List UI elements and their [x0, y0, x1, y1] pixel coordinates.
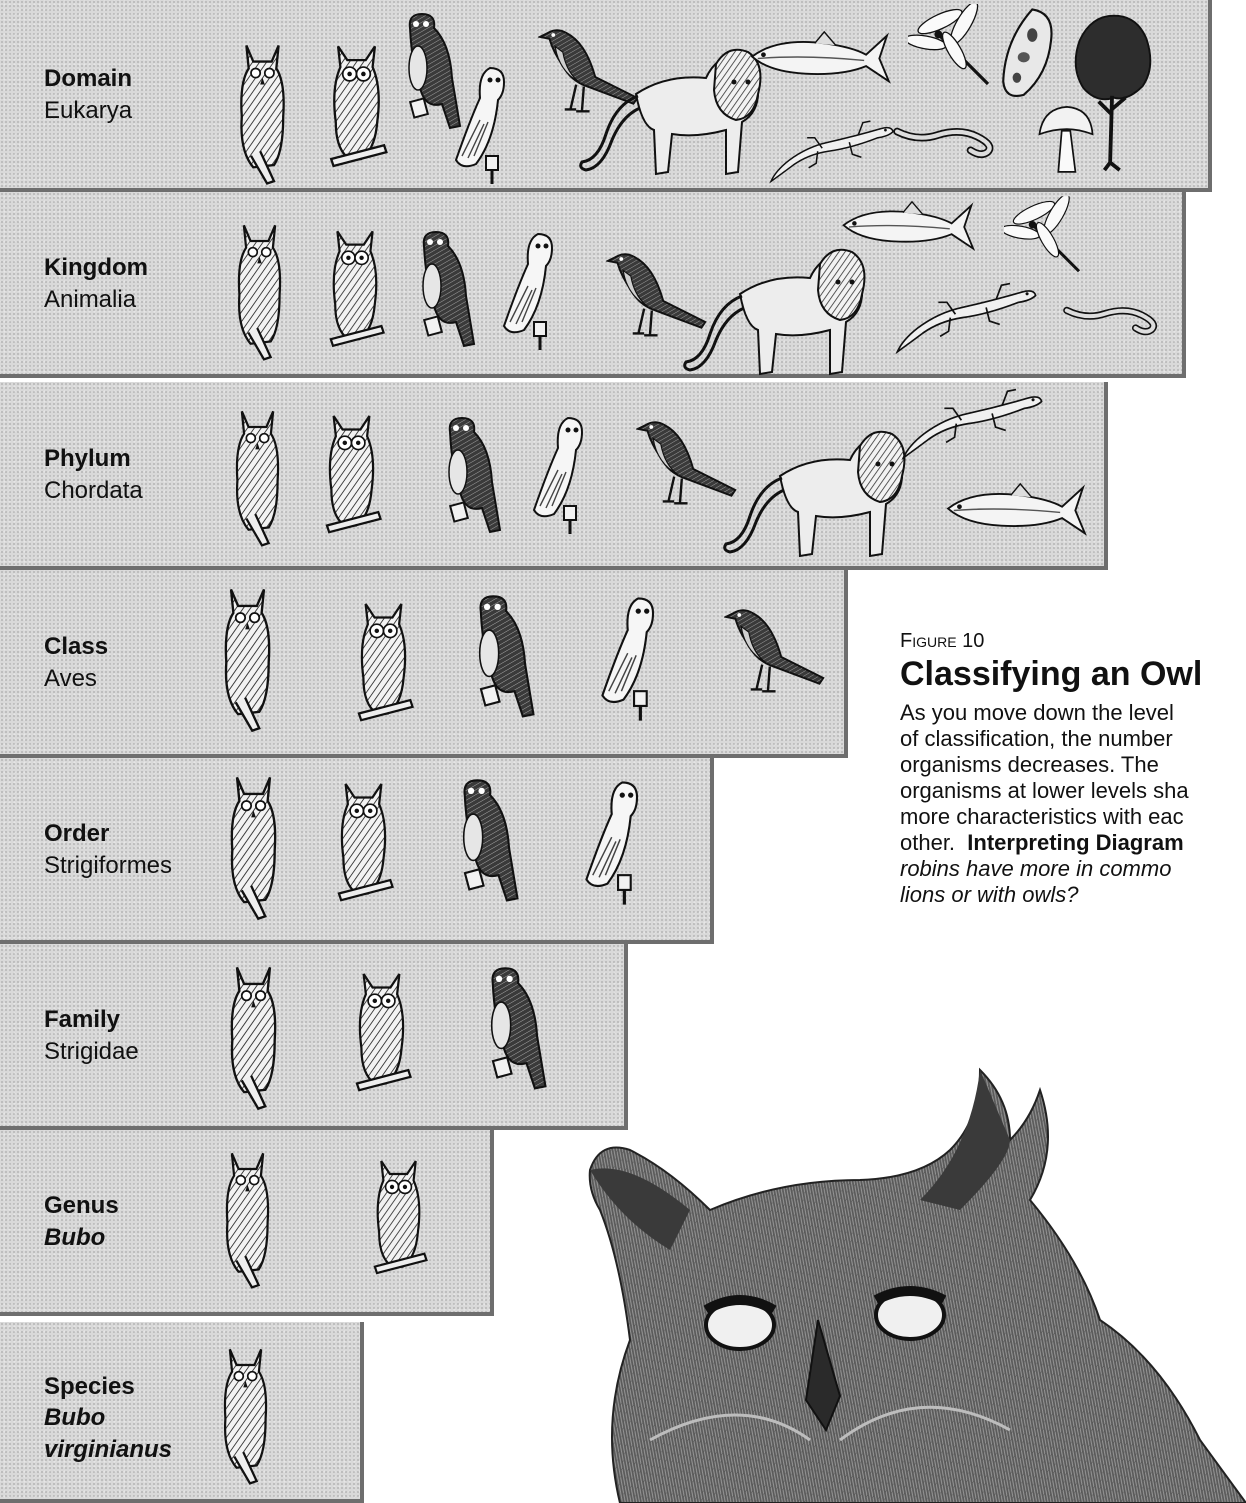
great-horned-owl-photo: [560, 1060, 1246, 1503]
taxon-name: Strigiformes: [44, 850, 172, 882]
great-horned-owl-icon: [224, 402, 291, 548]
hawk-owl-icon: [480, 962, 554, 1099]
dragonfly-icon: [908, 4, 1004, 92]
figure-body: As you move down the level of classifica…: [900, 700, 1246, 908]
screech-owl-icon: [318, 400, 385, 546]
level-domain-panel: DomainEukarya: [0, 0, 1212, 192]
figure-label: Figure 10: [900, 628, 1246, 654]
hawk-owl-icon: [468, 590, 542, 727]
taxon-name: Eukarya: [44, 95, 132, 127]
great-horned-owl-icon: [226, 216, 293, 362]
rank-label: Order: [44, 817, 109, 850]
lion-icon: [576, 34, 766, 184]
interpreting-diagrams-lead: Interpreting Diagram: [967, 830, 1183, 855]
paramecium-icon: [998, 6, 1058, 100]
screech-owl-icon: [350, 588, 417, 734]
screech-owl-icon: [322, 216, 388, 359]
taxon-name: Animalia: [44, 284, 136, 316]
figure-title: Classifying an Owl: [900, 654, 1246, 694]
level-kingdom-panel: KingdomAnimalia: [0, 192, 1186, 378]
screech-owl-icon: [348, 958, 415, 1104]
caption-question-line: robins have more in commo: [900, 856, 1246, 882]
rank-label: Family: [44, 1003, 120, 1036]
worm-icon: [892, 116, 1003, 159]
hawk-owl-icon: [412, 226, 482, 356]
dragonfly-icon: [1004, 196, 1094, 279]
taxon-name: Chordata: [44, 475, 143, 507]
caption-line: organisms at lower levels sha: [900, 778, 1246, 804]
level-family-panel: FamilyStrigidae: [0, 944, 628, 1130]
taxon-name: virginianus: [44, 1434, 172, 1466]
great-horned-owl-icon: [212, 580, 283, 733]
caption-line: of classification, the number: [900, 726, 1246, 752]
great-horned-owl-icon: [228, 36, 297, 186]
fish-icon: [748, 30, 891, 87]
snowy-owl-icon: [580, 774, 654, 911]
level-class-panel: ClassAves: [0, 570, 848, 758]
fish-icon: [840, 200, 975, 254]
taxon-name: Aves: [44, 663, 97, 695]
caption-line: organisms decreases. The: [900, 752, 1246, 778]
caption-line: other. Interpreting Diagram: [900, 830, 1246, 856]
rank-label: Domain: [44, 62, 132, 95]
lion-icon: [720, 416, 910, 566]
level-phylum-panel: PhylumChordata: [0, 382, 1108, 570]
rank-label: Class: [44, 630, 108, 663]
lizard-icon: [900, 386, 1045, 463]
screech-owl-icon: [322, 30, 391, 180]
snowy-owl-icon: [596, 590, 670, 727]
tree-icon: [1070, 10, 1156, 172]
worm-icon: [1062, 296, 1166, 336]
robin-icon: [724, 594, 829, 699]
snowy-owl-icon: [450, 60, 520, 190]
great-horned-owl-icon: [214, 1144, 281, 1290]
snowy-owl-icon: [498, 226, 568, 356]
lion-icon: [680, 234, 870, 384]
rank-label: Genus: [44, 1189, 119, 1222]
great-horned-owl-icon: [218, 768, 289, 921]
rank-label: Phylum: [44, 442, 131, 475]
snowy-owl-icon: [528, 410, 598, 540]
great-horned-owl-icon: [212, 1340, 279, 1486]
screech-owl-icon: [366, 1146, 431, 1286]
lizard-icon: [768, 118, 896, 186]
level-order-panel: OrderStrigiformes: [0, 758, 714, 944]
level-genus-panel: GenusBubo: [0, 1130, 494, 1316]
great-horned-owl-icon: [218, 958, 289, 1111]
rank-label: Kingdom: [44, 251, 148, 284]
figure-caption: Figure 10 Classifying an Owl As you move…: [900, 628, 1246, 908]
lizard-icon: [894, 280, 1039, 357]
caption-question-line: lions or with owls?: [900, 882, 1246, 908]
hawk-owl-icon: [452, 774, 526, 911]
taxon-name: Strigidae: [44, 1036, 139, 1068]
taxon-name: Bubo: [44, 1222, 105, 1254]
hawk-owl-icon: [438, 412, 508, 542]
rank-label: Species: [44, 1370, 135, 1403]
fish-icon: [944, 482, 1087, 539]
taxon-name: Bubo: [44, 1402, 105, 1434]
screech-owl-icon: [330, 768, 397, 914]
caption-line: more characteristics with eac: [900, 804, 1246, 830]
level-species-panel: SpeciesBubovirginianus: [0, 1322, 364, 1503]
caption-line: As you move down the level: [900, 700, 1246, 726]
